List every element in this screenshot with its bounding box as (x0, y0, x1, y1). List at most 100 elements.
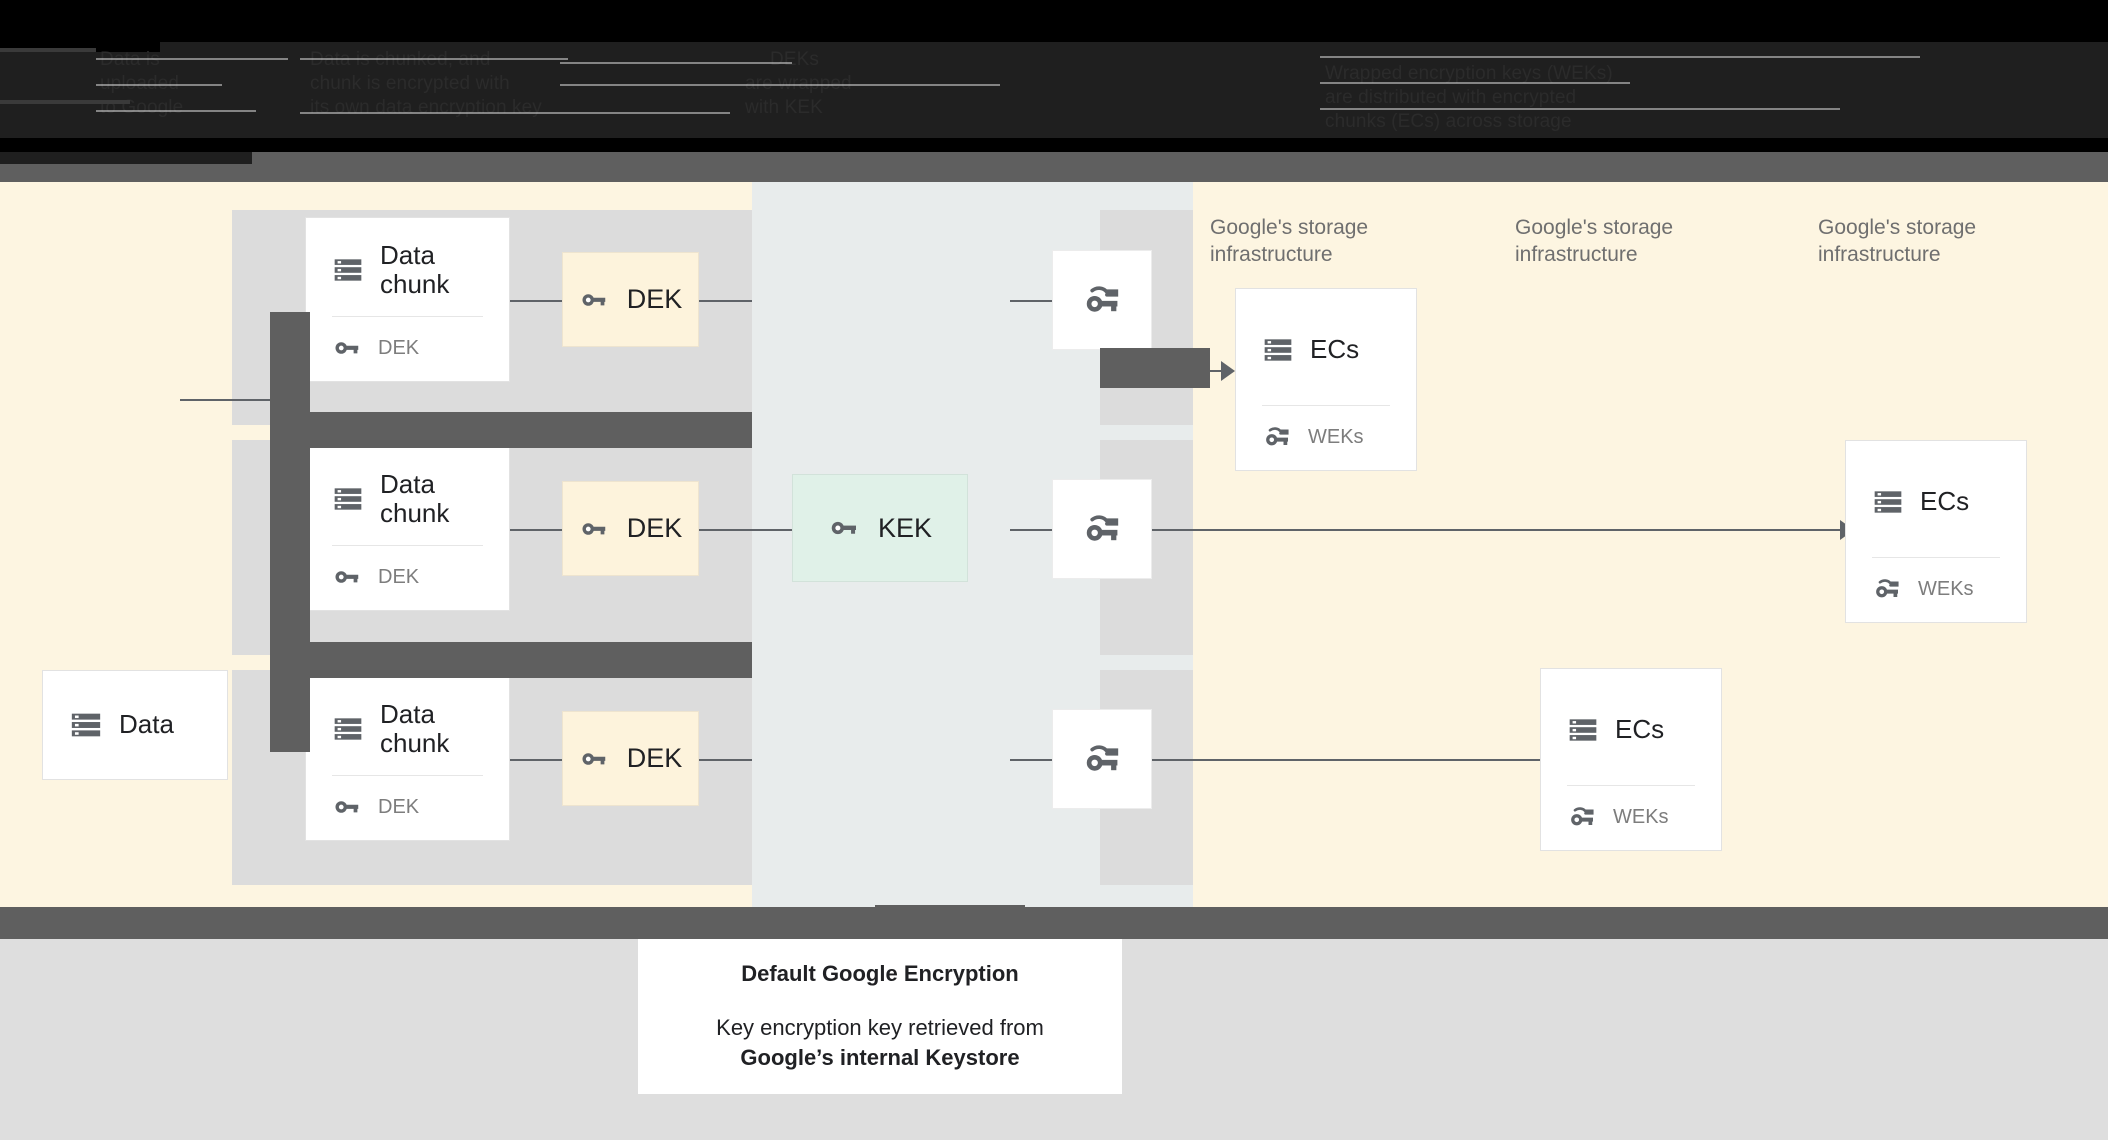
ec-card-key-label: WEKs (1308, 425, 1364, 448)
data-chunk-card-2[interactable]: Data chunk DEK (305, 446, 510, 611)
card-divider (332, 316, 483, 317)
arrow-head (1221, 361, 1235, 381)
caption-box: Default Google Encryption Key encryption… (638, 939, 1122, 1094)
connector-chunk2-dek (510, 529, 562, 531)
occlusion-bracket-stem (270, 312, 310, 752)
header-streak (560, 84, 1000, 86)
key-icon (582, 522, 605, 535)
header-text-line: chunk is encrypted with (310, 73, 510, 94)
header-streak (0, 48, 96, 52)
wrapped-key-tile-1[interactable] (1052, 250, 1152, 350)
connector-dek3-out (699, 759, 752, 761)
key-icon (831, 521, 856, 535)
card-divider (332, 545, 483, 546)
ec-card-top: ECs (1846, 441, 2026, 557)
wrapped-key-icon (1266, 427, 1289, 446)
header-streak (300, 58, 568, 60)
dek-chip-3[interactable]: DEK (562, 711, 699, 806)
header-streak (96, 110, 256, 112)
ec-card-1[interactable]: ECs WEKs (1235, 288, 1417, 471)
dek-chip-label: DEK (626, 513, 683, 543)
kek-chip[interactable]: KEK (792, 474, 968, 582)
occlusion-block-keytile-1 (1100, 348, 1210, 388)
arrow-line (1152, 759, 1542, 761)
ec-card-2[interactable]: ECs WEKs (1845, 440, 2027, 623)
chunk-card-top: Data chunk (306, 677, 509, 775)
header-text-line: chunks (ECs) across storage (1325, 111, 1572, 132)
chunk-card-key-label: DEK (378, 565, 420, 588)
data-chunk-card-3[interactable]: Data chunk DEK (305, 676, 510, 841)
data-card-title: Data (119, 709, 174, 740)
key-icon (335, 571, 359, 583)
header-streak (1320, 82, 1630, 84)
wrapped-key-tile-2[interactable] (1052, 479, 1152, 579)
dek-chip-2[interactable]: DEK (562, 481, 699, 576)
chunk-card-key-label: DEK (378, 795, 420, 818)
chunk-card-top: Data chunk (306, 218, 509, 316)
ec-card-top: ECs (1236, 289, 1416, 405)
server-icon (71, 713, 101, 737)
wrapped-key-icon (1876, 579, 1899, 598)
header-notch (0, 0, 160, 52)
chunk-card-footer: DEK (306, 546, 509, 610)
card-divider (1872, 557, 2000, 558)
server-icon (334, 488, 362, 510)
header-streak (0, 100, 130, 104)
dek-chip-label: DEK (626, 284, 683, 314)
dek-chip-label: DEK (626, 743, 683, 773)
chunk-card-key-label: DEK (378, 336, 420, 359)
header-streak (96, 84, 222, 86)
ec-card-title: ECs (1615, 714, 1665, 745)
infra-label-2: Google's storage infrastructure (1515, 216, 1674, 266)
wrapped-key-tile-3[interactable] (1052, 709, 1152, 809)
chunk-card-top: Data chunk (306, 447, 509, 545)
server-icon (334, 259, 362, 281)
ec-card-3[interactable]: ECs WEKs (1540, 668, 1722, 851)
header-streak (560, 62, 792, 64)
kek-chip-label: KEK (877, 512, 933, 543)
server-icon (334, 718, 362, 740)
caption-body-bold: Google’s internal Keystore (740, 1044, 1020, 1070)
connector-kek-to-keytile-2 (1010, 529, 1052, 531)
header-dark-fill (0, 42, 2108, 138)
data-chunk-card-1[interactable]: Data chunk DEK (305, 217, 510, 382)
diagram-canvas: Data Data chunk DEK (0, 182, 2108, 917)
connector-chunk3-dek (510, 759, 562, 761)
header-text-line: its own data encryption key (310, 97, 542, 118)
key-icon (582, 293, 605, 306)
header-streak (300, 112, 730, 114)
infra-label-3: Google's storage infrastructure (1818, 216, 1977, 266)
infra-label-1: Google's storage infrastructure (1210, 216, 1369, 266)
ec-card-top: ECs (1541, 669, 1721, 785)
header-streak (1320, 108, 1840, 110)
occlusion-bracket-arm-2 (270, 642, 752, 678)
chunk-card-footer: DEK (306, 776, 509, 840)
ec-card-footer: WEKs (1846, 558, 2026, 622)
caption-body: Key encryption key retrieved from Google… (716, 1013, 1044, 1073)
header-text-line: are wrapped (745, 73, 852, 94)
connector-chunk1-dek (510, 300, 562, 302)
ec-card-footer: WEKs (1236, 406, 1416, 470)
occlusion-bracket-arm-1 (270, 412, 752, 448)
key-icon (335, 801, 359, 813)
wrapped-key-icon (1571, 807, 1594, 826)
card-divider (1262, 405, 1390, 406)
header-obscured-band: Data is uploaded to Google Data is chunk… (0, 0, 2108, 180)
ec-card-footer: WEKs (1541, 786, 1721, 850)
ec-card-title: ECs (1310, 334, 1360, 365)
top-separator-notch (0, 152, 252, 164)
connector-kek-to-keytile-3 (1010, 759, 1052, 761)
server-icon (1264, 339, 1292, 361)
top-separator-band (0, 152, 2108, 182)
key-icon (335, 342, 359, 354)
ec-card-key-label: WEKs (1613, 805, 1669, 828)
data-card[interactable]: Data (42, 670, 228, 780)
dek-chip-1[interactable]: DEK (562, 252, 699, 347)
arrow-line (1152, 529, 1842, 531)
header-text-line: Data is chunked, and (310, 49, 491, 70)
key-icon (582, 752, 605, 765)
wrapped-key-icon (1086, 745, 1119, 771)
header-text-line: are distributed with encrypted (1325, 87, 1577, 108)
header-streak (96, 58, 288, 60)
